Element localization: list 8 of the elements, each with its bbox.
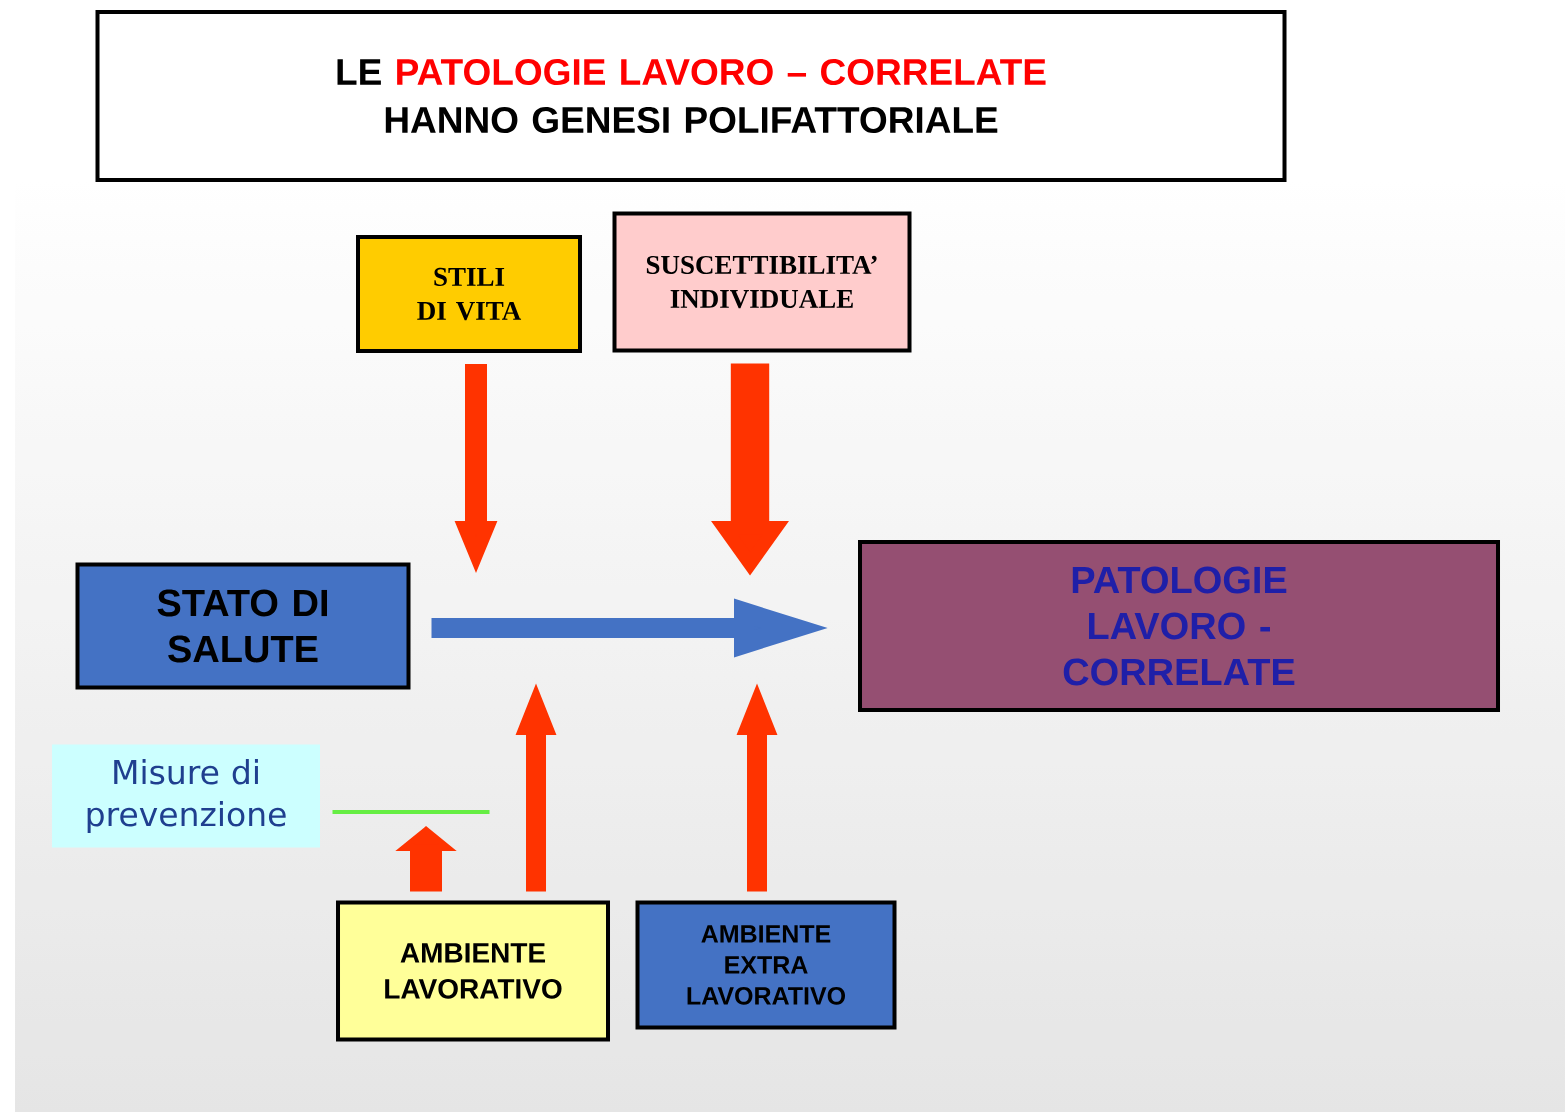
- process-box: SUSCETTIBILITA’ INDIVIDUALE: [612, 211, 912, 353]
- process-box: STATO DI SALUTE: [75, 562, 411, 690]
- process-box: STILI DI VITA: [356, 235, 582, 353]
- note-box: Misure di prevenzione: [52, 744, 320, 848]
- title-box: LE PATOLOGIE LAVORO – CORRELATE HANNO GENESI POLIFATTORIALE: [95, 10, 1287, 182]
- process-box: PATOLOGIE LAVORO - CORRELATE: [858, 540, 1500, 712]
- process-box: AMBIENTE EXTRA LAVORATIVO: [635, 900, 897, 1030]
- process-box: AMBIENTE LAVORATIVO: [336, 900, 610, 1042]
